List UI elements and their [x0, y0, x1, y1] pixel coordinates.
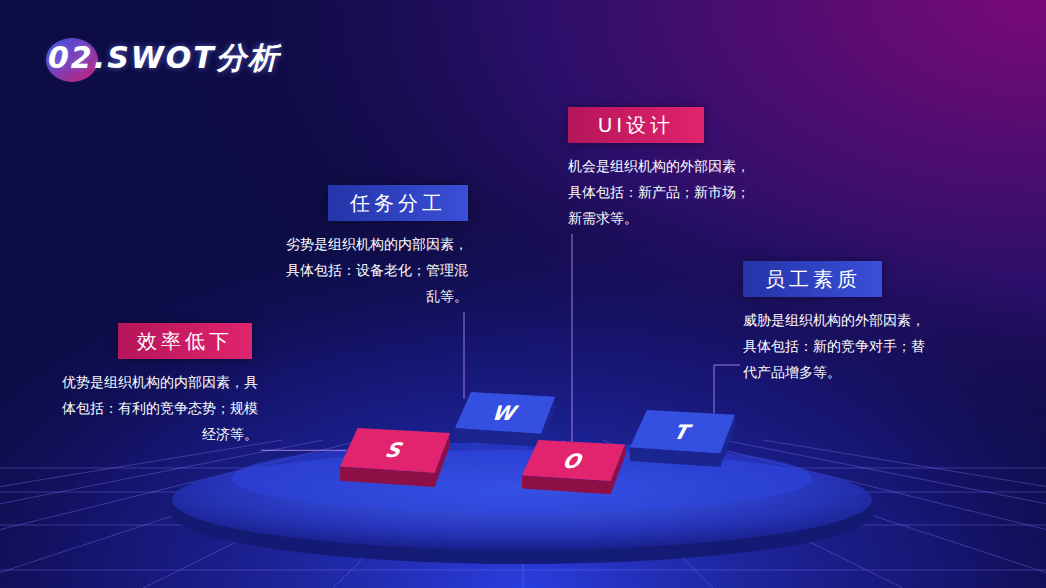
swot-tile: T — [630, 410, 735, 470]
tile-letter: T — [626, 420, 739, 444]
leader-line — [572, 234, 573, 446]
slide-title: 02.SWOT分析 — [48, 38, 280, 79]
card-body: 威胁是组织机构的外部因素，具体包括：新的竞争对手；替代产品增多等。 — [743, 307, 935, 385]
swot-tile: S — [340, 428, 450, 490]
swot-tile: O — [522, 440, 625, 497]
leader-line — [261, 450, 346, 451]
card-heading: 效率低下 — [118, 323, 252, 359]
card-body: 优势是组织机构的内部因素，具体包括：有利的竞争态势；规模经济等。 — [62, 369, 258, 447]
swot-card: 员工素质威胁是组织机构的外部因素，具体包括：新的竞争对手；替代产品增多等。 — [743, 261, 935, 385]
leader-line — [464, 312, 465, 399]
card-heading: UI设计 — [568, 107, 704, 143]
leader-line — [714, 365, 740, 414]
card-body: 劣势是组织机构的内部因素，具体包括：设备老化；管理混乱等。 — [275, 231, 468, 309]
card-heading: 员工素质 — [743, 261, 882, 297]
tile-letter: O — [518, 449, 629, 473]
swot-card: 任务分工劣势是组织机构的内部因素，具体包括：设备老化；管理混乱等。 — [275, 185, 468, 309]
card-heading: 任务分工 — [328, 185, 468, 221]
swot-card: 效率低下优势是组织机构的内部因素，具体包括：有利的竞争态势；规模经济等。 — [62, 323, 258, 447]
swot-card: UI设计机会是组织机构的外部因素，具体包括：新产品；新市场；新需求等。 — [568, 107, 762, 231]
tile-letter: S — [336, 438, 454, 462]
tile-letter: W — [451, 401, 559, 425]
card-body: 机会是组织机构的外部因素，具体包括：新产品；新市场；新需求等。 — [568, 153, 762, 231]
